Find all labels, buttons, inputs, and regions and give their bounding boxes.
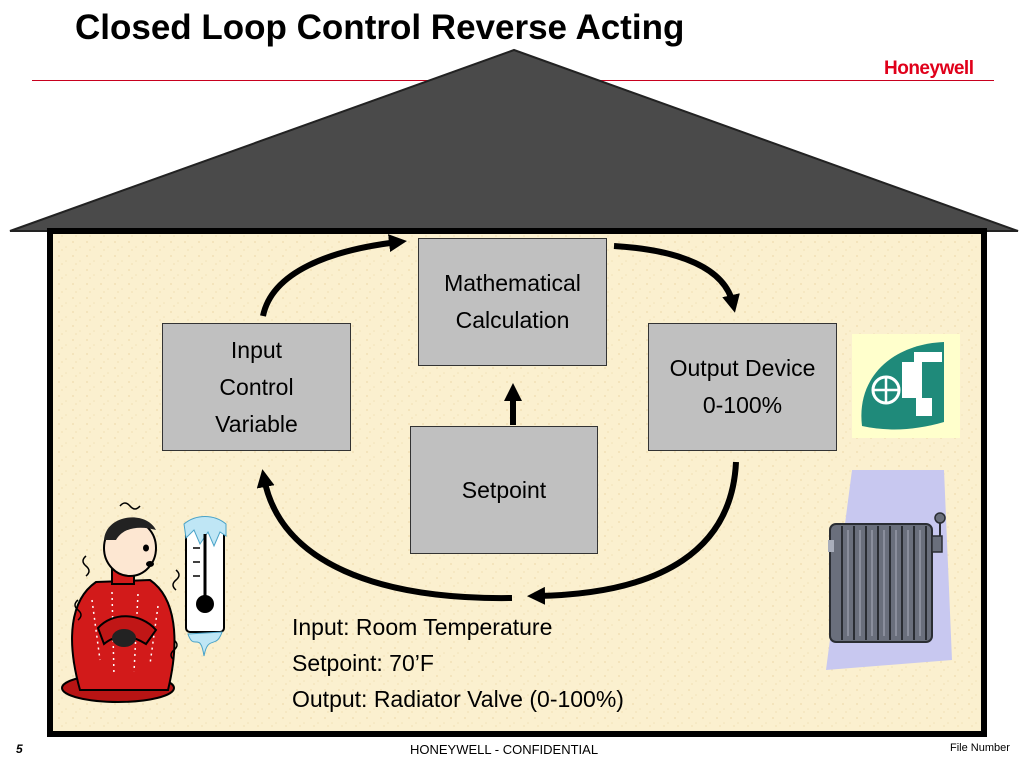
valve-icon bbox=[852, 334, 960, 438]
setpoint-detail: Setpoint: 70’F bbox=[292, 650, 434, 676]
page-title: Closed Loop Control Reverse Acting bbox=[75, 8, 685, 47]
file-number: File Number bbox=[950, 742, 1010, 754]
output-device-label: Output Device 0-100% bbox=[669, 355, 816, 418]
arrow-math-to-output bbox=[613, 243, 740, 313]
input-control-variable-box: Input Control Variable bbox=[162, 323, 351, 451]
cold-person-icon bbox=[61, 502, 180, 703]
output-detail: Output: Radiator Valve (0-100%) bbox=[292, 686, 624, 712]
setpoint-label: Setpoint bbox=[461, 476, 547, 503]
frozen-thermometer-icon bbox=[183, 516, 227, 657]
mathematical-calculation-box: Mathematical Calculation bbox=[418, 238, 607, 366]
house-roof bbox=[9, 48, 1019, 232]
example-details: Input: Room Temperature Setpoint: 70’F O… bbox=[292, 609, 624, 717]
output-device-box: Output Device 0-100% bbox=[648, 323, 837, 451]
input-detail: Input: Room Temperature bbox=[292, 614, 553, 640]
setpoint-box: Setpoint bbox=[410, 426, 598, 554]
mathematical-calculation-label: Mathematical Calculation bbox=[444, 270, 581, 333]
honeywell-logo: Honeywell bbox=[884, 58, 974, 79]
arrow-input-to-math bbox=[260, 234, 407, 317]
radiator-icon bbox=[826, 470, 952, 670]
arrow-output-to-bottom bbox=[527, 461, 739, 605]
page-number: 5 bbox=[16, 742, 23, 756]
confidential-notice: HONEYWELL - CONFIDENTIAL bbox=[410, 742, 599, 757]
arrow-bottom-to-input bbox=[256, 469, 513, 602]
input-control-variable-label: Input Control Variable bbox=[215, 336, 298, 437]
